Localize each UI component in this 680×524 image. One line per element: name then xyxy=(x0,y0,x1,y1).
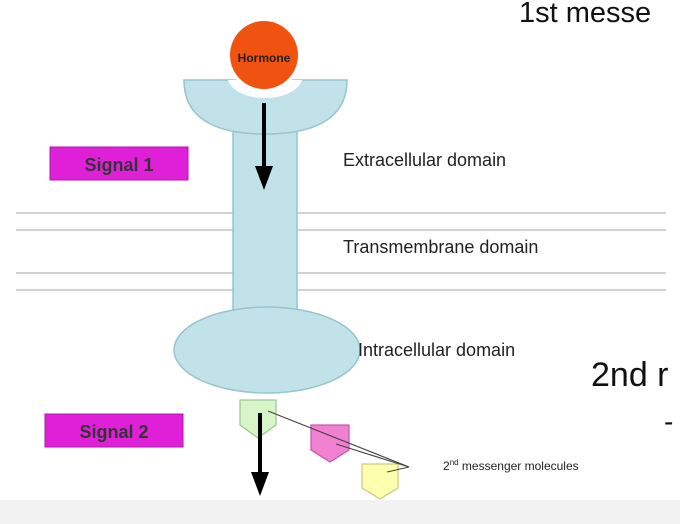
intracellular-label: Intracellular domain xyxy=(358,340,515,360)
second-messenger-label: 2nd messenger molecules xyxy=(443,458,579,473)
bottom-fade xyxy=(0,500,680,524)
second-messenger-heading: 2nd r xyxy=(591,356,669,394)
signal-2-arrow xyxy=(251,413,269,496)
hormone xyxy=(230,21,298,89)
messenger-molecule-pink xyxy=(310,424,350,463)
hormone-label: Hormone xyxy=(238,51,291,65)
messenger-molecule-yellow xyxy=(361,463,399,500)
cell-membrane xyxy=(16,212,666,291)
first-messenger-heading: 1st messe xyxy=(519,0,651,29)
intracellular-domain xyxy=(173,306,361,394)
signal-1-badge xyxy=(49,146,189,181)
pointer-line xyxy=(335,443,410,468)
signal-1-arrow xyxy=(255,103,273,190)
messenger-pointer-lines xyxy=(267,410,410,473)
pointer-line xyxy=(386,466,410,473)
signal-1-label: Signal 1 xyxy=(84,155,153,175)
signal-2-badge xyxy=(44,413,184,448)
pointer-line xyxy=(267,410,410,468)
extracellular-label: Extracellular domain xyxy=(343,150,506,170)
transmembrane-label: Transmembrane domain xyxy=(343,237,538,257)
signal-2-label: Signal 2 xyxy=(79,422,148,442)
heading-dash: - xyxy=(664,406,673,437)
